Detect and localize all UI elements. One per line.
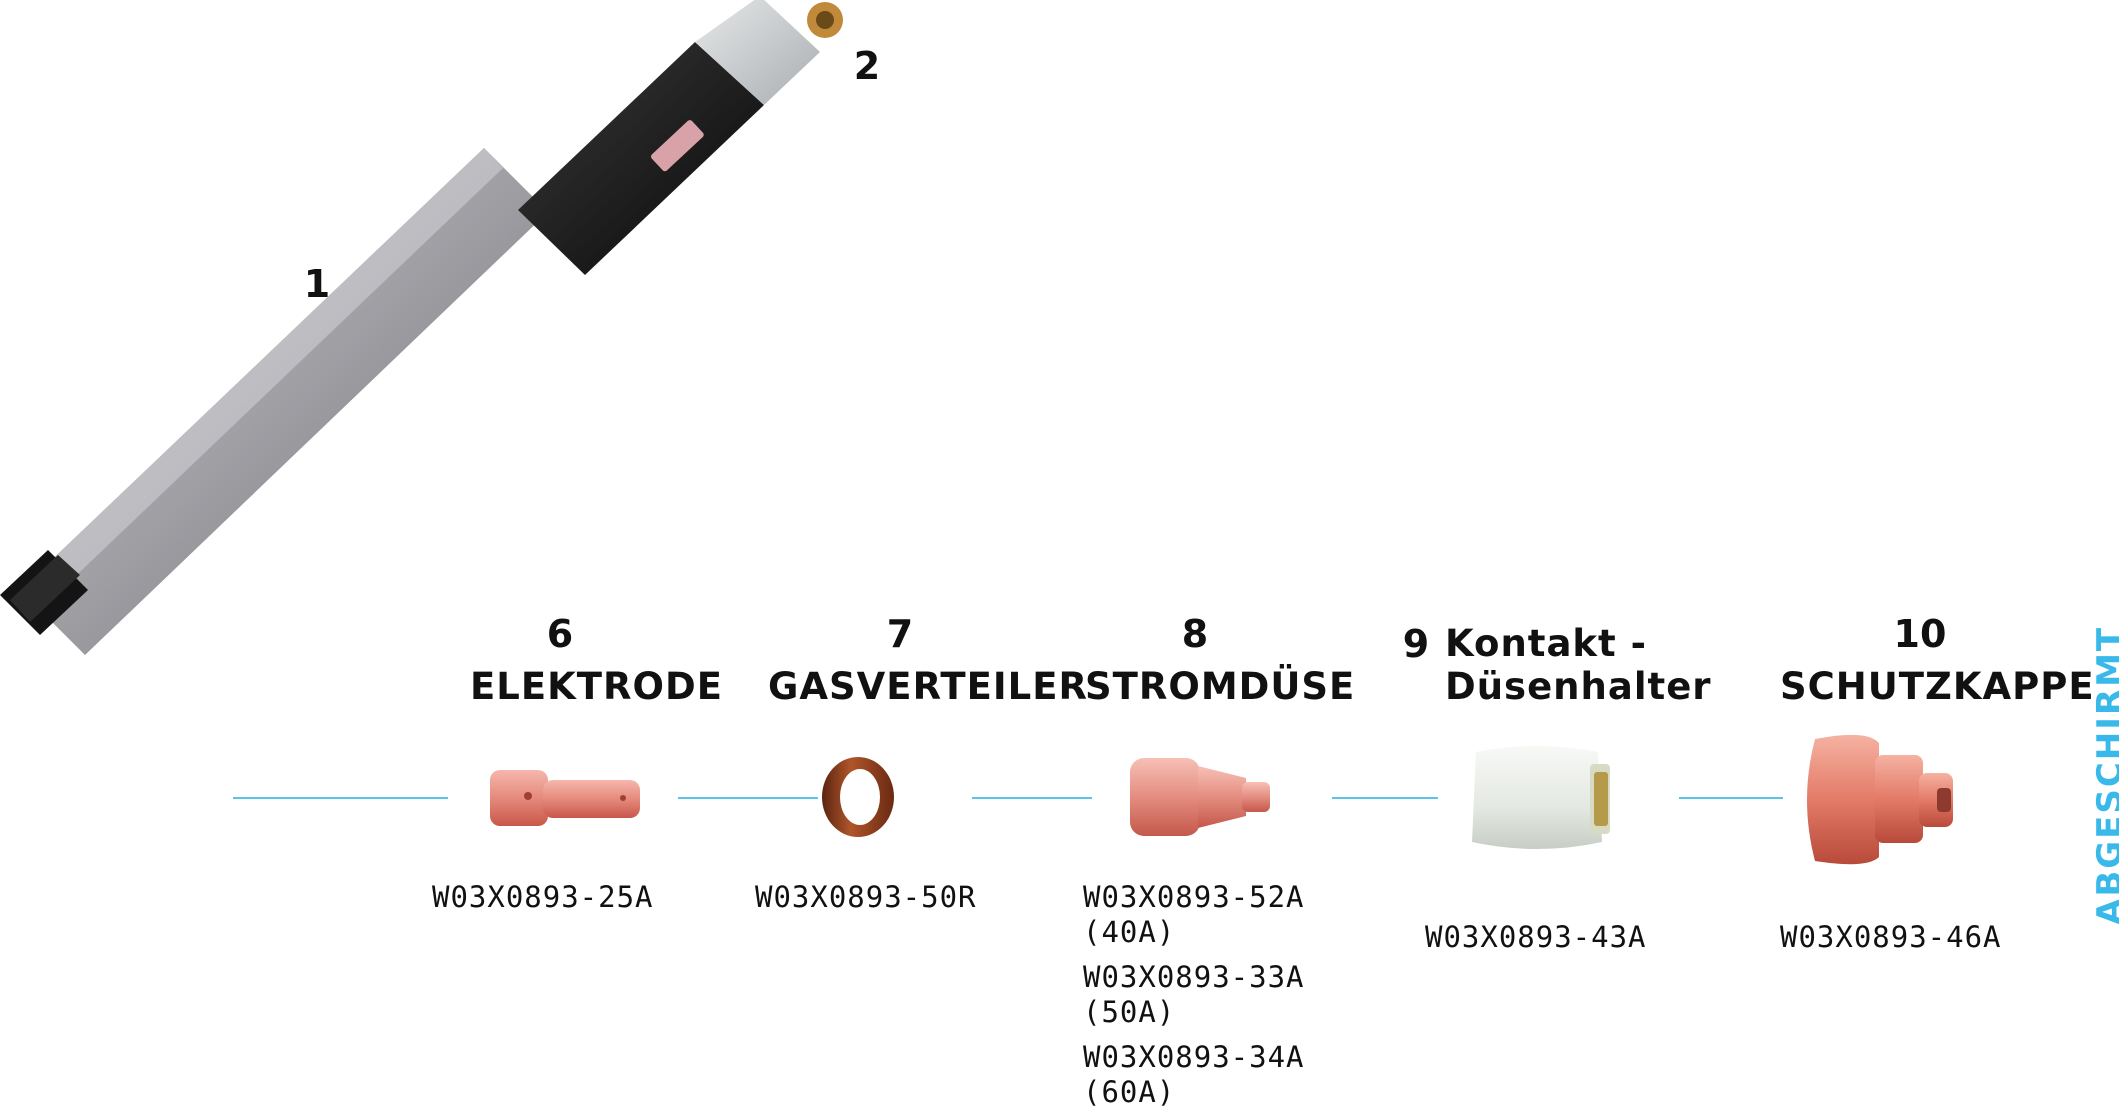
connector-line — [1679, 797, 1783, 799]
part-9-name-line2: Düsenhalter — [1445, 665, 1712, 708]
shield-cap-part-icon — [1807, 734, 1953, 865]
part-10-code: W03X0893-46A — [1780, 920, 2002, 954]
part-8-name: STROMDÜSE — [1085, 665, 1356, 708]
part-8-code-3-amp: (60A) — [1083, 1075, 1176, 1109]
part-9-code: W03X0893-43A — [1425, 920, 1647, 954]
part-10-number: 10 — [1893, 612, 1947, 656]
part-7-number: 7 — [886, 612, 914, 656]
connector-line — [233, 797, 448, 799]
connector-line — [1332, 797, 1438, 799]
part-9-name-line1: Kontakt - — [1445, 622, 1647, 665]
part-7-name: GASVERTEILER — [768, 665, 1089, 708]
torch-label-1: 1 — [303, 262, 331, 306]
torch-shaft — [0, 0, 843, 655]
connector-line — [678, 797, 818, 799]
part-8-code-1-amp: (40A) — [1083, 915, 1176, 949]
part-7-code: W03X0893-50R — [755, 880, 977, 914]
connector-line — [972, 797, 1092, 799]
contact-tip-part-icon — [1130, 758, 1270, 836]
torch-label-2: 2 — [853, 44, 881, 88]
side-label: ABGESCHIRMT — [2090, 625, 2119, 925]
nozzle-holder-part-icon — [1472, 746, 1610, 849]
torch-body-image — [0, 0, 843, 655]
part-6-number: 6 — [546, 612, 574, 656]
part-10-name: SCHUTZKAPPE — [1780, 665, 2095, 708]
part-8-code-1: W03X0893-52A — [1083, 880, 1305, 914]
part-8-code-3: W03X0893-34A — [1083, 1040, 1305, 1074]
part-8-code-2: W03X0893-33A — [1083, 960, 1305, 994]
part-9-number: 9 — [1402, 622, 1430, 666]
part-6-name: ELEKTRODE — [470, 665, 723, 708]
part-6-code: W03X0893-25A — [432, 880, 654, 914]
part-8-number: 8 — [1181, 612, 1209, 656]
part-8-code-2-amp: (50A) — [1083, 995, 1176, 1029]
electrode-part-icon — [490, 770, 640, 826]
gas-distributor-ring-icon — [822, 757, 894, 837]
